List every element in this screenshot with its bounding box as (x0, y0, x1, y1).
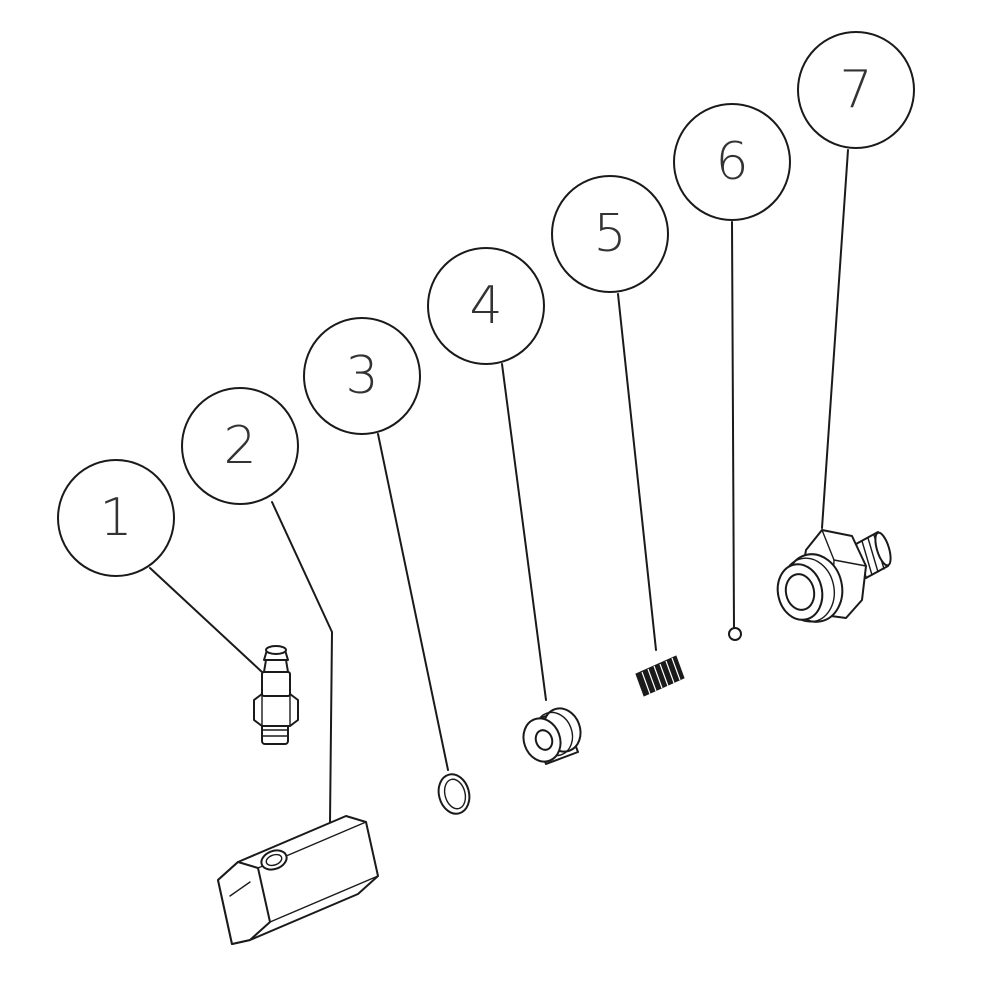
callout-1-label: 1 (99, 488, 132, 548)
callout-5: 5 (551, 175, 669, 293)
callout-7: 7 (797, 31, 915, 149)
leader-line-1 (149, 567, 263, 673)
callout-3-label: 3 (345, 346, 378, 406)
leader-line-3 (377, 433, 449, 771)
callout-2-label: 2 (223, 416, 256, 476)
leader-line-2 (271, 501, 333, 823)
callout-3: 3 (303, 317, 421, 435)
part-1-fitting (253, 645, 299, 745)
part-6-ball (728, 627, 742, 641)
callout-7-label: 7 (839, 60, 872, 120)
leader-line-6 (731, 221, 735, 629)
callout-6: 6 (673, 103, 791, 221)
part-3-o-ring (437, 773, 471, 815)
part-2-hex-block (217, 815, 379, 945)
callout-2: 2 (181, 387, 299, 505)
part-5-set-screw (635, 655, 685, 697)
callout-4-label: 4 (469, 276, 502, 336)
part-4-bushing (522, 707, 582, 765)
callout-1: 1 (57, 459, 175, 577)
callout-6-label: 6 (715, 132, 748, 192)
part-7-hex-adapter (776, 529, 892, 623)
leader-line-4 (501, 363, 547, 701)
callout-4: 4 (427, 247, 545, 365)
callout-5-label: 5 (593, 204, 626, 264)
leader-line-7 (821, 149, 849, 529)
leader-line-5 (617, 293, 657, 651)
